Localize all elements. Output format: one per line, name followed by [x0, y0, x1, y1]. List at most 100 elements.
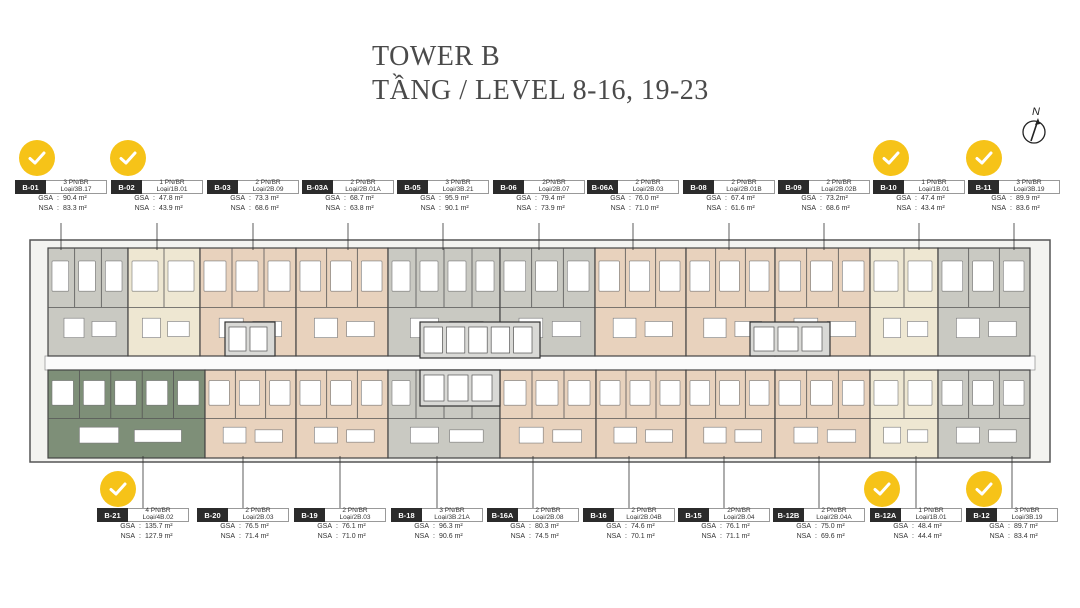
gsa-value: 89.9 m²: [1016, 195, 1040, 202]
nsa-value: 63.8 m²: [350, 205, 374, 212]
gsa-value: 90.4 m²: [63, 195, 87, 202]
bed: [598, 260, 620, 292]
nsa-label: NSA: [420, 205, 435, 212]
gsa-value: 76.1 m²: [342, 523, 366, 530]
bed: [361, 260, 383, 292]
table: [79, 426, 119, 444]
bed: [567, 260, 590, 292]
bed: [131, 260, 159, 292]
bed: [475, 260, 495, 292]
gsa-label: GSA: [134, 195, 149, 202]
bed: [391, 260, 411, 292]
gsa-row: GSA:68.7 m²: [302, 194, 394, 204]
unit-code: B-05: [397, 180, 428, 194]
bed: [749, 260, 770, 292]
sofa: [826, 429, 857, 443]
gsa-value: 74.6 m²: [631, 523, 655, 530]
nsa-row: NSA:68.6 m²: [207, 204, 299, 214]
nsa-label: NSA: [706, 205, 721, 212]
bed: [239, 380, 260, 406]
unit-model: Loại/3B.19: [1013, 186, 1045, 193]
bed: [177, 380, 200, 406]
gsa-label: GSA: [420, 195, 435, 202]
nsa-row: NSA:63.8 m²: [302, 204, 394, 214]
bed: [114, 380, 137, 406]
sofa: [645, 429, 673, 443]
gsa-label: GSA: [796, 523, 811, 530]
unit-bottom-0: [47, 369, 206, 459]
nsa-label: NSA: [414, 533, 429, 540]
nsa-label: NSA: [134, 205, 149, 212]
nsa-value: 71.1 m²: [726, 533, 750, 540]
gsa-value: 48.4 m²: [918, 523, 942, 530]
unit-model: Loại/3B.19: [1011, 514, 1043, 521]
nsa-row: NSA:83.3 m²: [15, 204, 107, 214]
core-2: [749, 321, 831, 357]
unit-bottom-2: [295, 369, 389, 459]
bed: [778, 260, 801, 292]
nsa-value: 61.6 m²: [731, 205, 755, 212]
table: [518, 426, 544, 444]
bed: [535, 380, 559, 406]
gsa-row: GSA:79.4 m²: [493, 194, 585, 204]
unit-code: B-10: [873, 180, 904, 194]
bed: [629, 380, 651, 406]
gsa-value: 89.7 m²: [1014, 523, 1038, 530]
nsa-value: 73.9 m²: [541, 205, 565, 212]
nsa-row: NSA:43.9 m²: [111, 204, 203, 214]
bed: [361, 380, 383, 406]
sofa: [907, 429, 929, 443]
available-check-icon: [873, 140, 909, 176]
bed: [208, 380, 230, 406]
nsa-value: 70.1 m²: [631, 533, 655, 540]
gsa-label: GSA: [120, 523, 135, 530]
gsa-value: 76.5 m²: [245, 523, 269, 530]
unit-code: B-09: [778, 180, 809, 194]
unit-bedrooms: 3 PN/BR: [1014, 507, 1040, 515]
core-0: [419, 321, 541, 359]
bed: [203, 260, 227, 292]
bed: [145, 380, 168, 406]
nsa-row: NSA:71.4 m²: [197, 532, 289, 542]
unit-bedrooms: 3 PN/BR: [63, 179, 89, 187]
sofa: [167, 321, 190, 337]
unit-bedrooms: 2PN/BR: [542, 179, 566, 187]
bed: [167, 260, 195, 292]
gsa-row: GSA:48.4 m²: [870, 522, 962, 532]
nsa-value: 43.4 m²: [921, 205, 945, 212]
unit-code: B-21: [97, 508, 128, 522]
gsa-value: 47.4 m²: [921, 195, 945, 202]
bed: [391, 380, 411, 406]
bed: [503, 380, 527, 406]
unit-bedrooms: 2 PN/BR: [826, 179, 852, 187]
table: [703, 426, 727, 444]
available-check-icon: [100, 471, 136, 507]
